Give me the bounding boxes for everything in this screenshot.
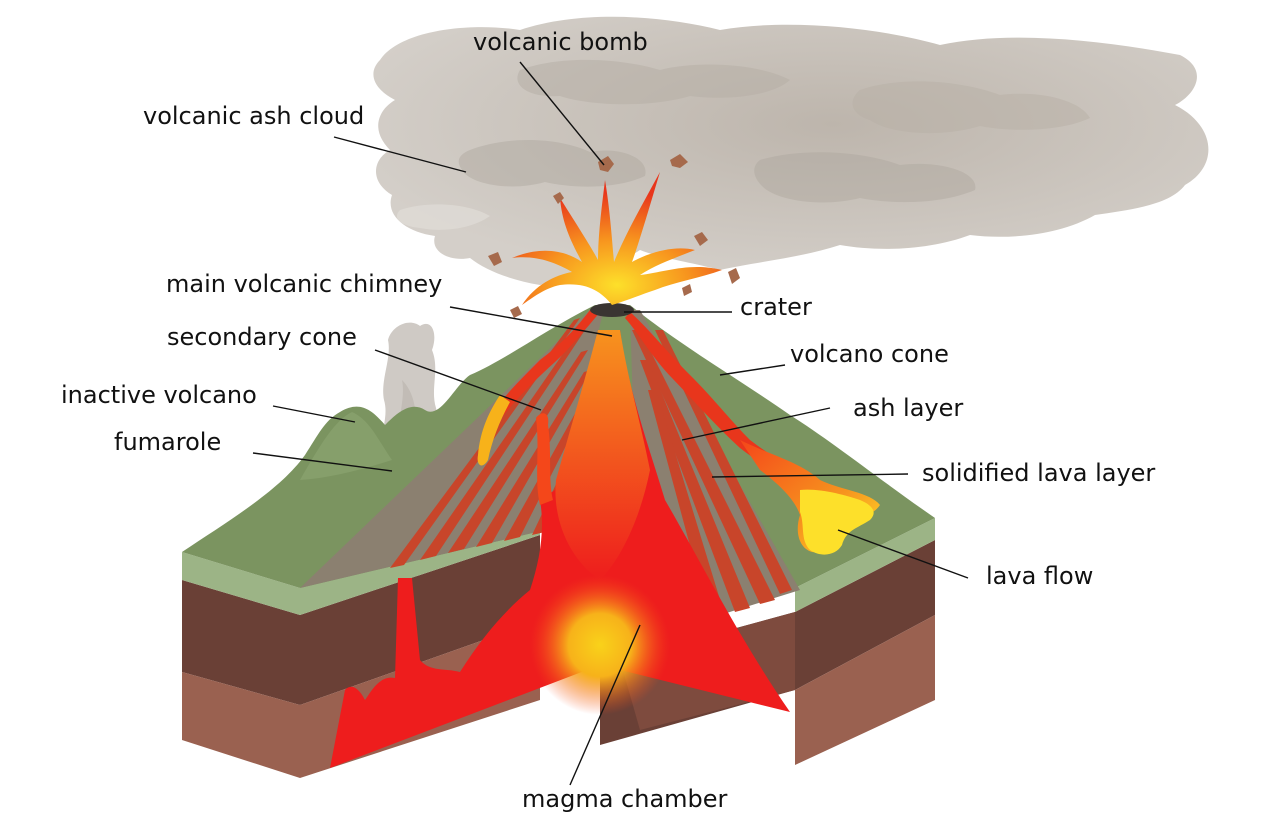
- label-main-volcanic-chimney: main volcanic chimney: [166, 272, 442, 296]
- label-lava-flow: lava flow: [986, 564, 1093, 588]
- crater-shape: [590, 303, 634, 317]
- ash-cloud: [373, 17, 1208, 285]
- label-fumarole: fumarole: [114, 430, 221, 454]
- label-inactive-volcano: inactive volcano: [61, 383, 257, 407]
- label-volcanic-bomb: volcanic bomb: [473, 30, 648, 54]
- label-volcano-cone: volcano cone: [790, 342, 949, 366]
- label-secondary-cone: secondary cone: [167, 325, 357, 349]
- label-crater: crater: [740, 295, 812, 319]
- label-volcanic-ash-cloud: volcanic ash cloud: [143, 104, 364, 128]
- leader-volcano-cone: [720, 365, 785, 375]
- label-solidified-lava-layer: solidified lava layer: [922, 461, 1155, 485]
- label-ash-layer: ash layer: [853, 396, 963, 420]
- label-magma-chamber: magma chamber: [522, 787, 727, 811]
- volcanic-bomb-rock: [682, 284, 692, 296]
- volcanic-bomb-rock: [728, 268, 740, 284]
- volcanic-bomb-rock: [510, 306, 522, 318]
